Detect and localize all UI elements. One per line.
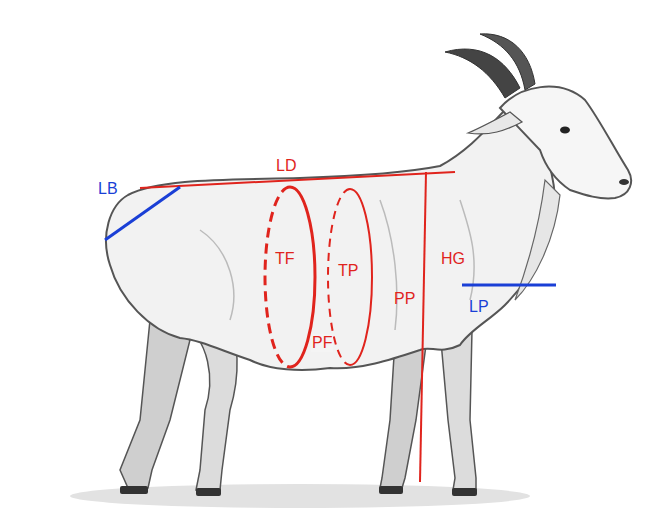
length-label: LB: [97, 180, 119, 198]
girth-label: PF: [311, 334, 333, 352]
height-label: PP: [393, 290, 416, 308]
height-label: HG: [440, 250, 466, 268]
girth-label: TP: [337, 262, 359, 280]
girth-label: TF: [274, 250, 296, 268]
length-label: LD: [275, 157, 297, 175]
width-label: LP: [468, 298, 490, 316]
